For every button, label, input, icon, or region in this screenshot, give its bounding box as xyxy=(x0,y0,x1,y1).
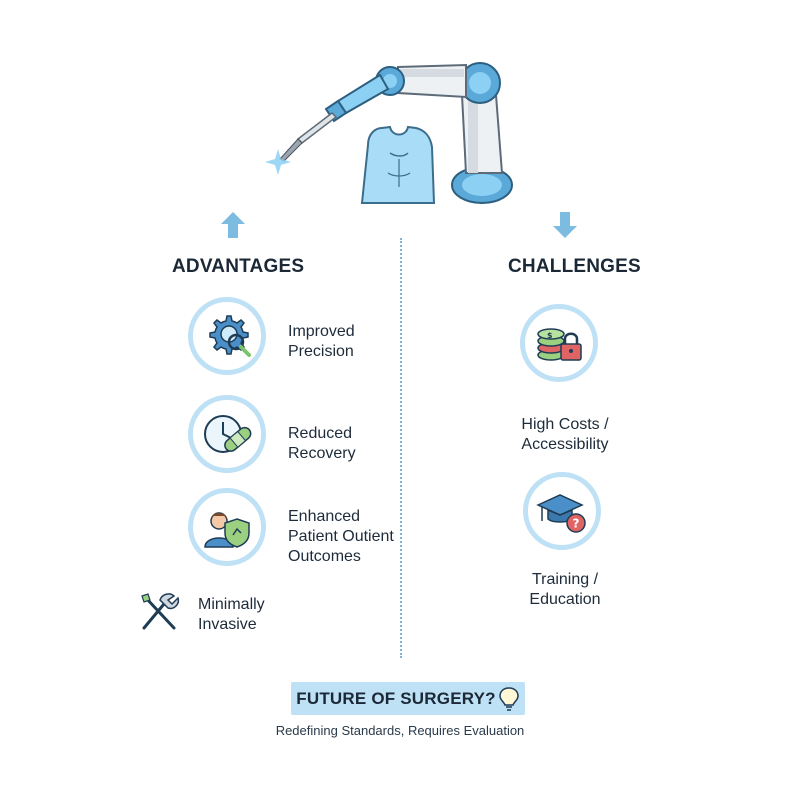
patient-shield-icon xyxy=(204,512,250,548)
gear-magnifier-icon xyxy=(209,315,251,357)
label-line: Patient Outient xyxy=(288,528,394,545)
graduation-cap-question-icon: ? xyxy=(536,494,586,533)
surgical-tools-icon xyxy=(141,593,180,630)
label-line: Recovery xyxy=(288,445,356,462)
improved-precision-label: Improved Precision xyxy=(288,322,355,362)
footer-subtitle: Redefining Standards, Requires Evaluatio… xyxy=(275,723,525,738)
clock-bandage-icon xyxy=(204,415,252,453)
training-label: Training / Education xyxy=(500,570,630,610)
svg-text:?: ? xyxy=(573,517,580,531)
label-line: High Costs / xyxy=(521,416,609,433)
minimally-invasive-label: Minimally Invasive xyxy=(198,595,265,635)
label-line: Training / xyxy=(531,571,599,588)
reduced-recovery-label: Reduced Recovery xyxy=(288,424,356,464)
column-divider xyxy=(400,238,402,658)
robotic-surgery-illustration xyxy=(265,62,513,204)
challenges-heading: CHALLENGES xyxy=(508,256,641,277)
arrow-down-icon xyxy=(553,212,577,238)
label-line: Enhanced xyxy=(288,508,361,525)
high-costs-label: High Costs / Accessibility xyxy=(500,415,630,455)
improved-precision-badge xyxy=(188,297,266,375)
label-line: Outcomes xyxy=(288,548,361,565)
label-line: Improved xyxy=(288,323,355,340)
future-of-surgery-banner: FUTURE OF SURGERY? xyxy=(291,682,525,715)
arrow-up-icon xyxy=(221,212,245,238)
lightbulb-icon xyxy=(498,686,519,711)
training-badge: ? xyxy=(523,472,601,550)
coins-lock-icon: $ xyxy=(537,328,582,361)
high-costs-badge: $ xyxy=(520,304,598,382)
label-line: Minimally xyxy=(198,596,265,613)
robotic-arm-icon xyxy=(265,62,513,204)
enhanced-outcomes-badge xyxy=(188,488,266,566)
label-line: Accessibility xyxy=(521,436,609,453)
label-line: Reduced xyxy=(288,425,353,442)
enhanced-outcomes-label: Enhanced Patient Outient Outcomes xyxy=(288,507,394,567)
reduced-recovery-badge xyxy=(188,395,266,473)
label-line: Invasive xyxy=(198,616,257,633)
advantages-heading: ADVANTAGES xyxy=(172,256,305,277)
footer-title: FUTURE OF SURGERY? xyxy=(296,688,496,708)
svg-text:$: $ xyxy=(547,331,553,340)
label-line: Education xyxy=(529,591,601,608)
torso-icon xyxy=(360,125,436,204)
label-line: Precision xyxy=(288,343,354,360)
